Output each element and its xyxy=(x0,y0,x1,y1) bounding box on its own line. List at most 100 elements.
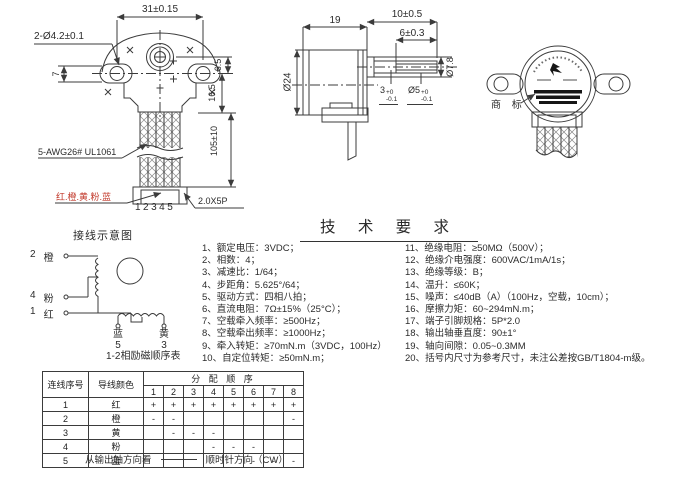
trademark-label: 商 标 xyxy=(491,100,526,111)
cw-direction-line xyxy=(160,459,197,460)
tech-item: 10、自定位转矩：≥50mN.m； xyxy=(202,352,330,364)
sign-cell: + xyxy=(203,397,224,412)
sign-cell: - xyxy=(283,411,304,426)
sign-cell xyxy=(223,425,244,440)
sign-cell xyxy=(263,411,284,426)
tech-item: 7、空载牵入频率：≥500Hz； xyxy=(202,316,326,328)
sign-cell: + xyxy=(263,397,284,412)
table-header-row: 连线序号 导线颜色 分 配 顺 序 xyxy=(42,371,304,398)
pin-numbers-label: 12345 xyxy=(135,202,176,213)
tech-item: 19、轴向间隙：0.05~0.3MM xyxy=(405,340,526,352)
dim-width-label: 31±0.15 xyxy=(141,4,179,15)
tech-item: 11、绝缘电阻：≥50MΩ（500V）； xyxy=(405,243,549,254)
tech-item: 3、减速比：1/64； xyxy=(202,267,283,279)
tech-requirements-right-column: 11、绝缘电阻：≥50MΩ（500V）； 12、绝缘介电强度：600VAC/1m… xyxy=(405,243,650,365)
terminal-color: 橙 xyxy=(43,253,54,264)
wire-no: 1 xyxy=(42,397,89,412)
footer-rotation-direction: 顺时针方向（CW） xyxy=(205,455,288,466)
terminal-color: 红 xyxy=(43,310,54,321)
front-view-drawing xyxy=(34,13,244,209)
dim-mounting-holes-label: 2-Ø4.2±0.1 xyxy=(34,31,84,42)
dim-shaft-tolerance-label: Ø5+0-0.1 xyxy=(407,85,434,105)
tech-item: 9、牵入转矩：≥70mN.m（3VDC，100Hz） xyxy=(202,340,387,352)
dim-shaft-to-holes-label: 6.5 xyxy=(212,58,223,72)
step-number: 6 xyxy=(243,385,264,398)
terminal-number: 5 xyxy=(115,340,121,351)
dim-hole-offset-label: 7 xyxy=(50,71,61,77)
dim-flat-tolerance-stack: +0-0.1 xyxy=(386,89,398,103)
wiring-caption: 1-2相励磁顺序表 xyxy=(106,351,181,362)
sign-cell: - xyxy=(143,411,164,426)
terminal-color: 蓝 xyxy=(113,329,123,340)
dim-holes-to-base-label: 16.5 xyxy=(206,84,217,102)
tech-item: 14、温升：≤60K； xyxy=(405,279,486,291)
dim-shaft-base: Ø5 xyxy=(408,85,421,95)
tech-item: 1、额定电压：3VDC； xyxy=(202,243,300,254)
wiring-schematic-drawing xyxy=(63,253,167,329)
terminal-number: 4 xyxy=(30,290,36,301)
step-number: 2 xyxy=(163,385,184,398)
dim-shaft-upper-tol: +0 xyxy=(421,89,429,96)
dim-lead-length-label: 105±10 xyxy=(208,126,219,156)
table-footer-note: 从输出轴方向看 顺时针方向（CW） xyxy=(85,452,288,466)
dim-boss-diameter-label: Ø7.8 xyxy=(444,57,455,77)
tech-item: 2、相数：4； xyxy=(202,255,261,267)
step-number: 4 xyxy=(203,385,224,398)
header-wire-no: 连线序号 xyxy=(42,371,89,398)
tech-item: 5、驱动方式：四相八拍； xyxy=(202,291,312,303)
dim-flat-upper-tol: +0 xyxy=(386,89,394,96)
terminal-number: 3 xyxy=(161,340,167,351)
sign-cell: + xyxy=(183,397,204,412)
sign-cell: + xyxy=(223,397,244,412)
wire-color: 橙 xyxy=(88,411,144,426)
step-number: 3 xyxy=(183,385,204,398)
table-row: 2 橙 - - - xyxy=(42,411,304,426)
terminal-color: 黄 xyxy=(159,329,169,340)
side-view-drawing xyxy=(292,18,458,161)
dim-flat-length-label: 6±0.3 xyxy=(399,28,425,39)
sign-cell xyxy=(243,411,264,426)
sign-cell: - xyxy=(163,411,184,426)
table-row: 1 红 + + + + + + + + xyxy=(42,397,304,412)
sign-cell: + xyxy=(163,397,184,412)
excitation-sequence-table: 连线序号 导线颜色 分 配 顺 序 1 2 3 4 5 6 7 8 1 红 + … xyxy=(42,371,304,468)
lead-wire-spec-label: 5-AWG26# UL1061 xyxy=(38,147,117,157)
sign-cell xyxy=(283,425,304,440)
wire-color: 黄 xyxy=(88,425,144,440)
step-number: 1 xyxy=(143,385,164,398)
wire-color: 红 xyxy=(88,397,144,412)
sign-cell xyxy=(223,411,244,426)
header-wire-color: 导线颜色 xyxy=(88,371,144,398)
tech-requirements-left-column: 1、额定电压：3VDC； 2、相数：4； 3、减速比：1/64； 4、步距角：5… xyxy=(202,243,387,365)
wiring-title: 接线示意图 xyxy=(73,230,133,242)
tech-item: 15、噪声：≤40dB（A）（100Hz，空载，10cm）； xyxy=(405,291,614,303)
dim-flat-lower-tol: -0.1 xyxy=(386,95,398,103)
wire-no: 4 xyxy=(42,439,89,454)
table-row: 5 蓝 - - - xyxy=(42,453,304,468)
sign-cell: - xyxy=(203,425,224,440)
terminal-color: 粉 xyxy=(43,294,54,305)
tech-item: 4、步距角：5.625°/64； xyxy=(202,279,306,291)
dim-flat-tolerance-label: 3+0-0.1 xyxy=(379,85,399,105)
tech-item: 16、摩擦力矩：60~294mN.m； xyxy=(405,304,540,316)
back-view-drawing xyxy=(486,45,631,162)
wire-colors-label: 红.橙.黄.粉.蓝 xyxy=(56,192,112,202)
dim-body-length-label: 19 xyxy=(329,15,341,26)
dim-shaft-tolerance-stack: +0-0.1 xyxy=(421,89,432,103)
sign-cell xyxy=(263,425,284,440)
wire-no: 5 xyxy=(42,453,89,468)
connector-spec-label: 2.0X5P xyxy=(198,196,228,206)
sign-cell: - xyxy=(163,425,184,440)
sign-cell: + xyxy=(243,397,264,412)
tech-item: 17、端子引脚规格：5P*2.0 xyxy=(405,316,521,328)
table-steps-row: 1 2 3 4 5 6 7 8 xyxy=(43,385,304,398)
sign-cell: + xyxy=(143,397,164,412)
dim-flat-base: 3 xyxy=(380,85,386,95)
motor-label-graphic xyxy=(533,56,583,104)
header-sequence: 分 配 顺 序 xyxy=(143,371,304,386)
